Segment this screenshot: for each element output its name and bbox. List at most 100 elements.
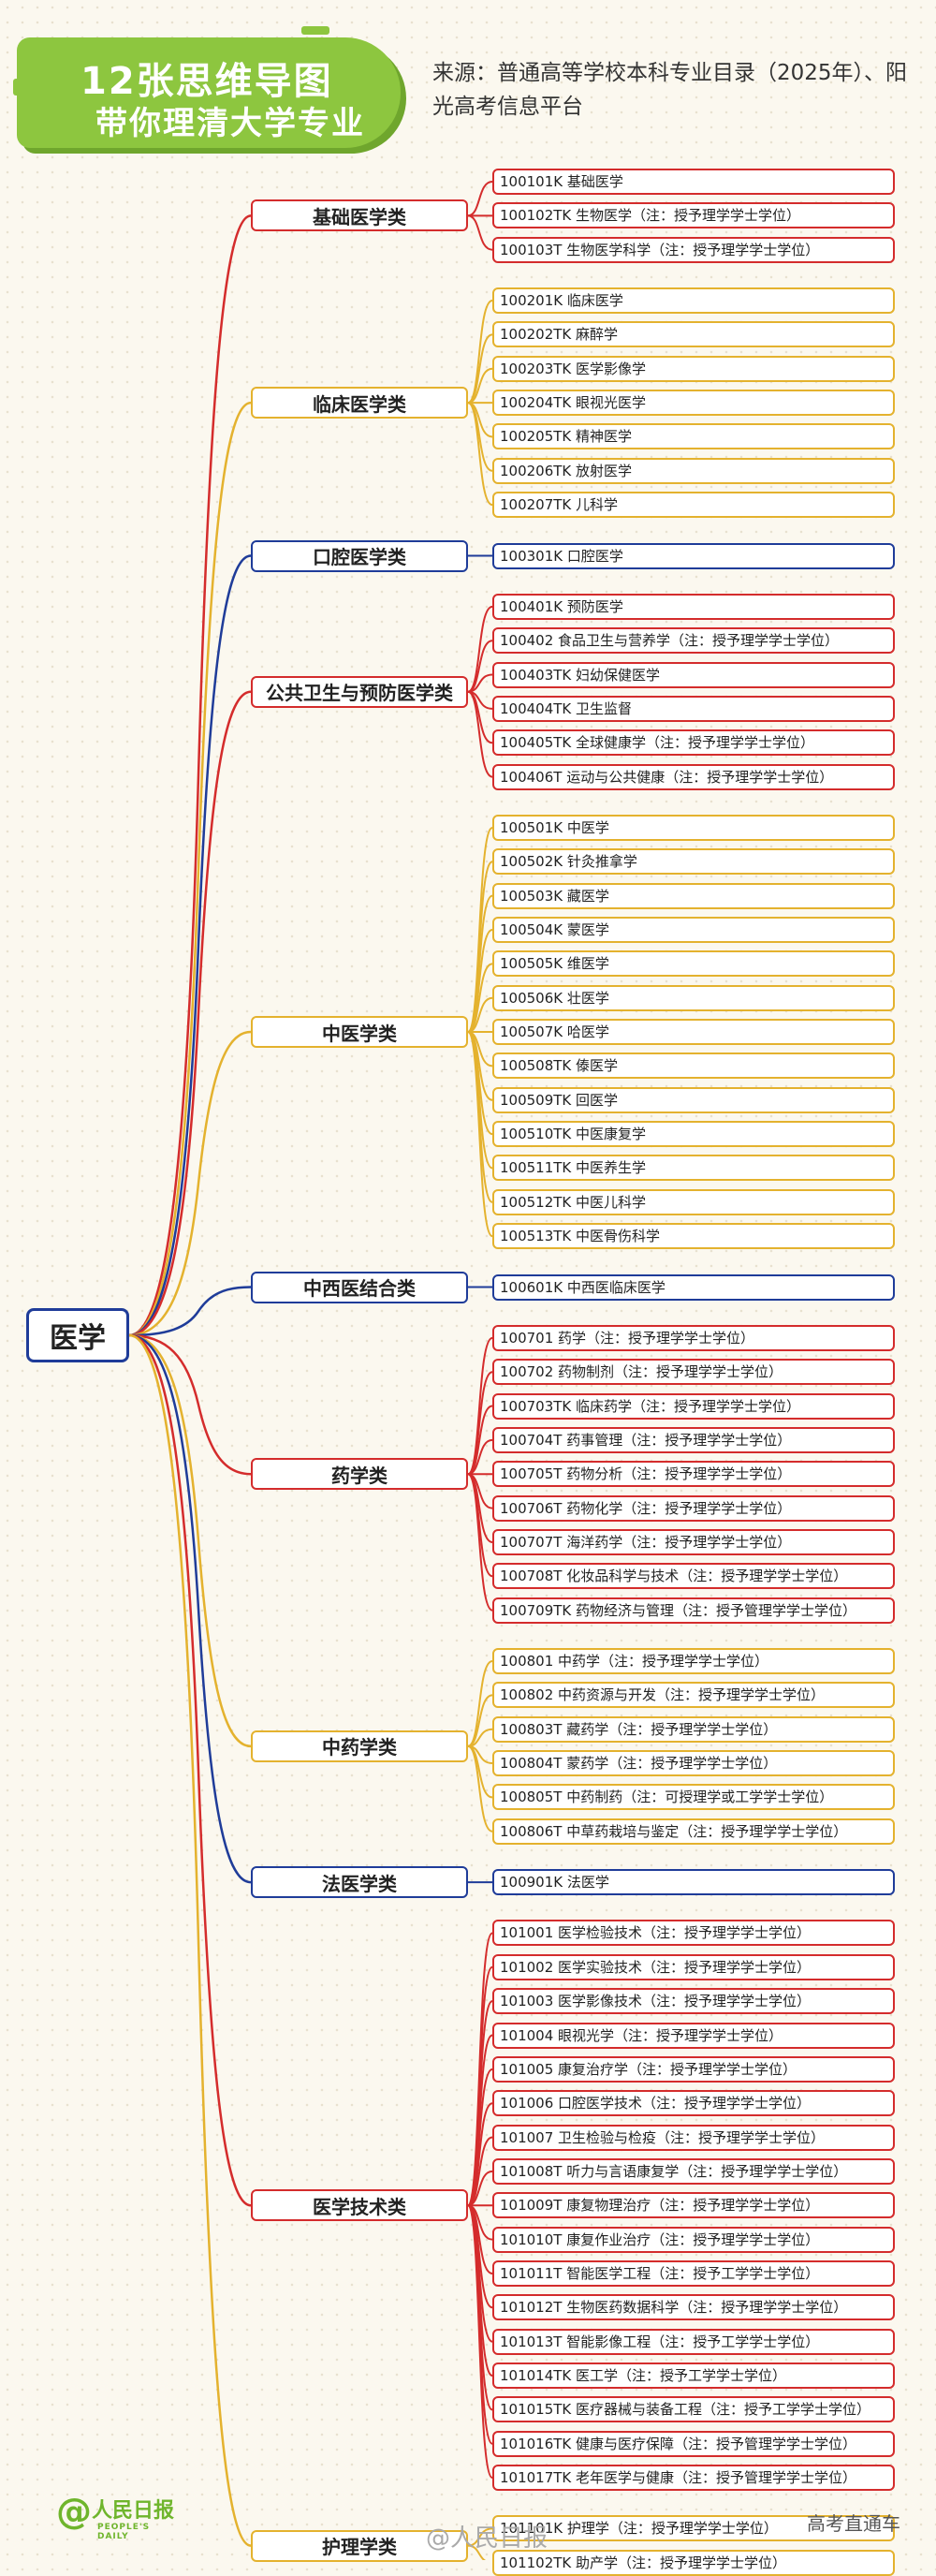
logo-subtext: PEOPLE'S DAILY — [97, 2523, 151, 2541]
major-item: 100701 药学（注：授予理学学士学位） — [492, 1324, 895, 1351]
major-item: 100103T 生物医学科学（注：授予理学学士学位） — [492, 236, 895, 263]
major-item: 100403TK 妇幼保健医学 — [492, 661, 895, 688]
category-node: 医学技术类 — [251, 2189, 468, 2222]
major-item: 100507K 哈医学 — [492, 1019, 895, 1046]
leaf-branch-line — [467, 1031, 493, 1238]
major-item: 101006 口腔医学技术（注：授予理学学士学位） — [492, 2090, 895, 2117]
banner-title-line1: 12张思维导图 — [80, 60, 333, 103]
category-node: 临床医学类 — [251, 387, 468, 420]
root-node: 医学 — [26, 1308, 129, 1362]
root-branch-line — [128, 1333, 252, 1884]
leaf-branch-line — [467, 214, 493, 251]
major-item: 100301K 口腔医学 — [492, 542, 895, 569]
major-item: 100601K 中西医临床医学 — [492, 1273, 895, 1301]
weibo-watermark: @人民日报 — [426, 2524, 548, 2553]
major-item: 100402 食品卫生与营养学（注：授予理学学士学位） — [492, 627, 895, 655]
major-item: 100702 药物制剂（注：授予理学学士学位） — [492, 1359, 895, 1386]
major-item: 100203TK 医学影像学 — [492, 355, 895, 382]
major-item: 100204TK 眼视光医学 — [492, 390, 895, 417]
major-item: 100201K 临床医学 — [492, 287, 895, 315]
major-item: 100401K 预防医学 — [492, 593, 895, 620]
major-item: 101012T 生物医药数据科学（注：授予理学学士学位） — [492, 2294, 895, 2321]
category-node: 中医学类 — [251, 1016, 468, 1049]
category-node: 基础医学类 — [251, 199, 468, 232]
leaf-branch-line — [467, 1405, 493, 1476]
root-branch-line — [128, 1333, 252, 2207]
major-item: 101001 医学检验技术（注：授予理学学士学位） — [492, 1920, 895, 1947]
leaf-branch-line — [467, 690, 493, 778]
category-node: 药学类 — [251, 1458, 468, 1491]
leaf-branch-line — [467, 2204, 493, 2480]
leaf-branch-line — [467, 996, 493, 1034]
major-item: 100802 中药资源与开发（注：授予理学学士学位） — [492, 1682, 895, 1709]
leaf-branch-line — [467, 1438, 493, 1476]
root-branch-line — [128, 401, 252, 1337]
category-node: 中药学类 — [251, 1730, 468, 1762]
people-daily-logo: @人民日报 PEOPLE'S DAILY — [56, 2491, 175, 2541]
major-item: 101003 医学影像技术（注：授予理学学士学位） — [492, 1988, 895, 2015]
leaf-branch-line — [467, 1660, 493, 1747]
major-item: 100703TK 临床药学（注：授予理学学士学位） — [492, 1392, 895, 1420]
major-item: 100705T 药物分析（注：授予理学学士学位） — [492, 1461, 895, 1488]
major-item: 100405TK 全球健康学（注：授予理学学士学位） — [492, 729, 895, 757]
major-item: 101004 眼视光学（注：授予理学学士学位） — [492, 2022, 895, 2049]
major-item: 100504K 蒙医学 — [492, 917, 895, 943]
leaf-branch-line — [467, 2544, 487, 2560]
major-item: 101014TK 医工学（注：授予工学学士学位） — [492, 2363, 895, 2389]
major-item: 101005 康复治疗学（注：授予理学学士学位） — [492, 2055, 895, 2083]
major-item: 100803T 藏药学（注：授予理学学士学位） — [492, 1715, 895, 1743]
major-item: 101010T 康复作业治疗（注：授予理学学士学位） — [492, 2226, 895, 2253]
major-item: 101008T 听力与言语康复学（注：授予理学学士学位） — [492, 2157, 895, 2185]
leaf-branch-line — [467, 333, 493, 405]
major-item: 101009T 康复物理治疗（注：授予理学学士学位） — [492, 2192, 895, 2219]
major-item: 101013T 智能影像工程（注：授予工学学士学位） — [492, 2328, 895, 2355]
major-item: 100502K 针灸推拿学 — [492, 848, 895, 876]
leaf-branch-line — [467, 2170, 493, 2207]
category-node: 法医学类 — [251, 1866, 468, 1899]
major-item: 100708T 化妆品科学与技术（注：授予理学学士学位） — [492, 1563, 895, 1590]
leaf-branch-line — [467, 367, 493, 405]
major-item: 101101K 护理学（注：授予理学学士学位） — [492, 2515, 895, 2542]
major-item: 100503K 藏医学 — [492, 882, 895, 909]
major-item: 100406T 运动与公共健康（注：授予理学学士学位） — [492, 763, 895, 790]
major-item: 100501K 中医学 — [492, 814, 895, 841]
leaf-branch-line — [467, 1744, 493, 1833]
major-item: 100709TK 药物经济与管理（注：授予管理学学士学位） — [492, 1597, 895, 1624]
major-item: 100511TK 中医养生学 — [492, 1155, 895, 1182]
major-item: 100207TK 儿科学 — [492, 492, 895, 519]
major-item: 101015TK 医疗器械与装备工程（注：授予工学学士学位） — [492, 2396, 895, 2423]
root-branch-line — [128, 1333, 252, 1748]
major-item: 100509TK 回医学 — [492, 1086, 895, 1113]
major-item: 100804T 蒙药学（注：授予理学学士学位） — [492, 1750, 895, 1777]
leaf-branch-line — [467, 181, 493, 217]
major-item: 100206TK 放射医学 — [492, 457, 895, 484]
leaf-branch-line — [467, 1473, 493, 1612]
major-item: 101002 医学实验技术（注：授予理学学士学位） — [492, 1953, 895, 1980]
leaf-branch-line — [467, 2136, 493, 2207]
major-item: 100508TK 傣医学 — [492, 1052, 895, 1080]
major-item: 100806T 中草药栽培与鉴定（注：授予理学学士学位） — [492, 1818, 895, 1845]
leaf-branch-line — [467, 1031, 493, 1203]
major-item: 100505K 维医学 — [492, 950, 895, 978]
root-branch-line — [128, 554, 252, 1337]
category-node: 护理学类 — [251, 2529, 468, 2562]
major-item: 100512TK 中医儿科学 — [492, 1188, 895, 1215]
major-item: 100706T 药物化学（注：授予理学学士学位） — [492, 1494, 895, 1522]
major-item: 100901K 法医学 — [492, 1869, 895, 1896]
major-item: 101016TK 健康与医疗保障（注：授予管理学学士学位） — [492, 2430, 895, 2457]
major-item: 100801 中药学（注：授予理学学士学位） — [492, 1648, 895, 1674]
leaf-branch-line — [467, 300, 493, 405]
leaf-branch-line — [467, 963, 493, 1034]
major-item: 100707T 海洋药学（注：授予理学学士学位） — [492, 1528, 895, 1555]
major-item: 100513TK 中医骨伤科学 — [492, 1223, 895, 1250]
root-branch-line — [128, 690, 252, 1337]
category-node: 公共卫生与预防医学类 — [251, 675, 468, 708]
major-item: 101017TK 老年医学与健康（注：授予管理学学士学位） — [492, 2465, 895, 2492]
major-item: 101007 卫生检验与检疫（注：授予理学学士学位） — [492, 2124, 895, 2151]
logo-text: 人民日报 — [92, 2499, 175, 2523]
category-node: 口腔医学类 — [251, 539, 468, 572]
major-item: 100506K 壮医学 — [492, 984, 895, 1011]
major-item: 100404TK 卫生监督 — [492, 695, 895, 722]
major-item: 100704T 药事管理（注：授予理学学士学位） — [492, 1426, 895, 1453]
